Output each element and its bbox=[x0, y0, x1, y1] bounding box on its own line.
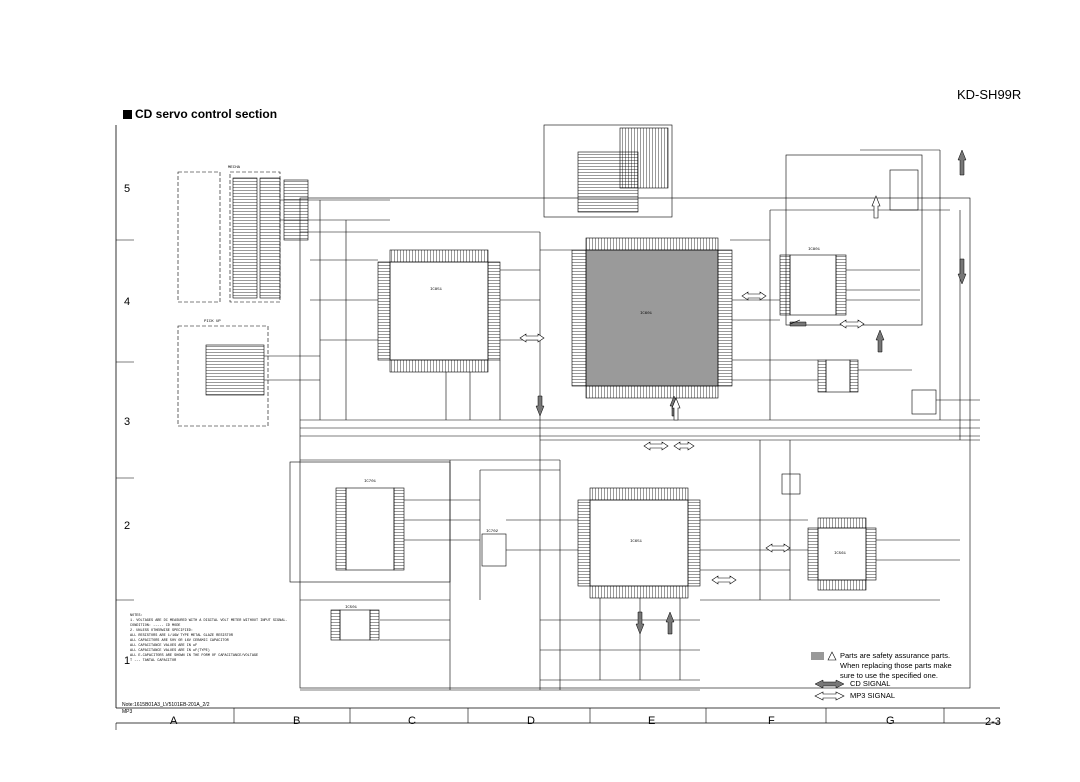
row-label-2: 2 bbox=[124, 520, 131, 532]
note-line: ALL E-CAPACITORS ARE SHOWN IN THE FORM O… bbox=[130, 654, 259, 658]
row-label-3: 3 bbox=[124, 416, 131, 428]
ic702-label: IC702 bbox=[486, 530, 499, 534]
note-line: ALL CAPACITANCE VALUES ARE IN uF bbox=[130, 644, 198, 648]
ic501-label: IC501 bbox=[345, 606, 358, 610]
section-title: CD servo control section bbox=[123, 107, 277, 121]
ic851-label: IC851 bbox=[430, 288, 443, 292]
note-line: NOTES: bbox=[130, 614, 143, 618]
section-title-text: CD servo control section bbox=[135, 107, 278, 121]
note-line: ALL RESISTORS ARE 1/16W TYPE METAL GLAZE… bbox=[130, 634, 233, 638]
col-label-f: F bbox=[768, 715, 775, 727]
col-label-c: C bbox=[408, 715, 416, 727]
model-number: KD-SH99R bbox=[957, 87, 1022, 102]
note-line: T --- TANTAL CAPACITOR bbox=[130, 659, 177, 663]
row-label-4: 4 bbox=[124, 296, 131, 308]
ic701-label: IC701 bbox=[364, 480, 377, 484]
ic651-label: IC651 bbox=[630, 540, 643, 544]
mp3-signal-legend: MP3 SIGNAL bbox=[850, 691, 896, 700]
mecha-label: MECHA bbox=[228, 166, 241, 170]
page-number: 2-3 bbox=[985, 716, 1001, 728]
note-line: 1. VOLTAGES ARE DC MEASURED WITH A DIGIT… bbox=[130, 619, 288, 623]
note-line: CONDITION: ----- CD MODE bbox=[130, 624, 181, 628]
col-label-b: B bbox=[293, 715, 301, 727]
safety-line-3: sure to use the specified one. bbox=[840, 671, 938, 680]
safety-line-1: Parts are safety assurance parts. bbox=[840, 651, 951, 660]
safety-line-2: When replacing those parts make bbox=[840, 661, 952, 670]
row-label-1: 1 bbox=[124, 655, 131, 667]
row-label-5: 5 bbox=[124, 183, 131, 195]
footer-note-line-2: MP3 bbox=[122, 709, 133, 715]
col-label-a: A bbox=[170, 715, 178, 727]
footer-note-line-1: Note:1615B01A3_LV5101EB-201A_2/2 bbox=[122, 702, 210, 708]
col-label-d: D bbox=[527, 715, 535, 727]
col-label-g: G bbox=[886, 715, 895, 727]
notes-block: NOTES: 1. VOLTAGES ARE DC MEASURED WITH … bbox=[130, 614, 288, 664]
note-line: 2. UNLESS OTHERWISE SPECIFIED: bbox=[130, 629, 194, 633]
ic601-label: IC601 bbox=[640, 312, 653, 316]
ic801-label: IC801 bbox=[808, 248, 821, 252]
square-bullet-icon bbox=[123, 110, 132, 119]
pickup-label: PICK UP bbox=[204, 320, 221, 324]
cd-signal-legend: CD SIGNAL bbox=[850, 679, 891, 688]
ic561-label: IC561 bbox=[834, 552, 847, 556]
footer-note: Note:1615B01A3_LV5101EB-201A_2/2 MP3 bbox=[122, 702, 209, 716]
note-line: ALL CAPACITANCE VALUES ARE IN uF(TYPE) bbox=[130, 649, 210, 653]
safety-legend: Parts are safety assurance parts. When r… bbox=[840, 651, 952, 681]
note-line: ALL CAPACITORS ARE 50V OR 16V CERAMIC CA… bbox=[130, 639, 229, 643]
col-label-e: E bbox=[648, 715, 656, 727]
